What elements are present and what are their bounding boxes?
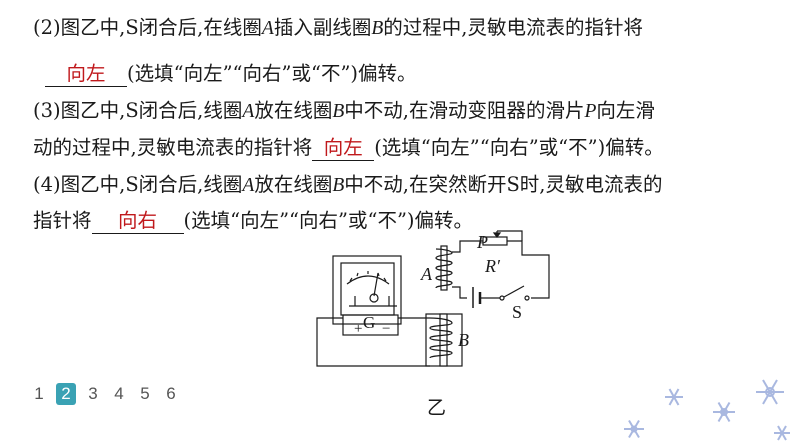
q3-coil-a: A (242, 101, 255, 122)
label-p: P (477, 232, 488, 252)
q2-options: (选填“向左”“向右”或“不”)偏转。 (127, 62, 417, 85)
q4-options: (选填“向左”“向右”或“不”)偏转。 (183, 209, 474, 232)
q3-answer-blank: 向左 (312, 136, 375, 161)
q3-options: (选填“向左”“向右”或“不”)偏转。 (374, 136, 664, 159)
page-2-current[interactable]: 2 (56, 383, 76, 405)
plus-sign: + (354, 321, 363, 337)
q2-answer-blank: 向左 (45, 62, 127, 87)
label-s: S (512, 302, 523, 322)
page-1[interactable]: 1 (34, 384, 44, 403)
q3-text-3: 中不动,在滑动变阻器的滑片 (344, 99, 585, 122)
page-6[interactable]: 6 (166, 384, 176, 403)
q3-answer: 向左 (323, 136, 363, 159)
q2-text-3: 的过程中,灵敏电流表的指针将 (383, 16, 643, 39)
figure-caption: 乙 (427, 397, 447, 419)
page-5[interactable]: 5 (140, 384, 150, 403)
minus-sign: − (382, 321, 391, 337)
q3-slider-p: P (584, 101, 597, 122)
snowflake-decoration-icon (624, 379, 790, 441)
label-b: B (458, 330, 469, 350)
page-4[interactable]: 4 (114, 384, 124, 403)
q4-coil-b: B (332, 175, 345, 196)
q4-coil-a: A (242, 175, 255, 196)
q4-text-4: 指针将 (33, 209, 92, 232)
q3-coil-b: B (332, 101, 345, 122)
q2-text-1: (2)图乙中,S闭合后,在线圈 (33, 16, 262, 39)
q2-line-1: (2)图乙中,S闭合后,在线圈A插入副线圈B的过程中,灵敏电流表的指针将 (33, 14, 643, 43)
q4-text-3: 中不动,在突然断开S时,灵敏电流表的 (344, 173, 663, 196)
q2-answer: 向左 (66, 62, 106, 85)
q4-line-2: 指针将 向右 (选填“向左”“向右”或“不”)偏转。 (33, 207, 473, 235)
q2-coil-b: B (371, 18, 384, 39)
q4-line-1: (4)图乙中,S闭合后,线圈A放在线圈B中不动,在突然断开S时,灵敏电流表的 (33, 171, 663, 200)
page-navigation: 1 2 3 4 5 6 (30, 383, 180, 405)
q2-line-2: 向左 (选填“向左”“向右”或“不”)偏转。 (33, 60, 417, 88)
q4-answer: 向右 (118, 209, 158, 232)
q4-answer-blank: 向右 (91, 209, 184, 234)
q3-text-2: 放在线圈 (254, 99, 333, 122)
q2-coil-a: A (261, 18, 274, 39)
q3-text-5: 动的过程中,灵敏电流表的指针将 (33, 136, 313, 159)
q3-line-1: (3)图乙中,S闭合后,线圈A放在线圈B中不动,在滑动变阻器的滑片P向左滑 (33, 97, 655, 126)
coil-b (425, 313, 463, 367)
coil-a (435, 245, 453, 291)
label-g: G (363, 313, 376, 332)
q4-text-2: 放在线圈 (254, 173, 333, 196)
q2-text-2: 插入副线圈 (273, 16, 372, 39)
page-3[interactable]: 3 (88, 384, 98, 403)
q4-text-1: (4)图乙中,S闭合后,线圈 (33, 173, 243, 196)
label-a: A (421, 264, 432, 284)
q3-text-4: 向左滑 (596, 99, 655, 122)
q3-line-2: 动的过程中,灵敏电流表的指针将向左 (选填“向左”“向右”或“不”)偏转。 (33, 134, 664, 162)
label-r: R′ (485, 256, 500, 276)
q3-text-1: (3)图乙中,S闭合后,线圈 (33, 99, 243, 122)
